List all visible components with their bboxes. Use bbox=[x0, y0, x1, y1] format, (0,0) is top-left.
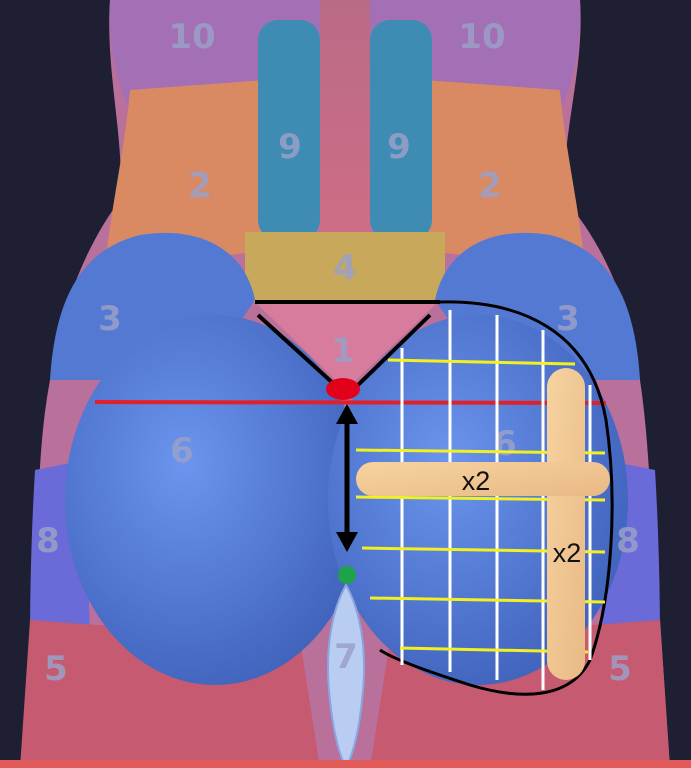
zone-label-5-left: 5 bbox=[44, 649, 68, 689]
zone-label-8-right: 8 bbox=[616, 521, 640, 561]
zone-label-4: 4 bbox=[333, 248, 357, 288]
horizontal-tape-strip bbox=[356, 462, 610, 496]
red-reference-line bbox=[94, 400, 607, 405]
zone-label-1: 1 bbox=[331, 331, 355, 371]
measurement-arrow-top-head bbox=[336, 404, 358, 424]
red-landmark-marker bbox=[326, 378, 360, 400]
zone-9-right bbox=[370, 20, 432, 240]
treatment-area-outline bbox=[379, 300, 614, 696]
measurement-arrow-bottom-head bbox=[336, 532, 358, 552]
zone-label-2-right: 2 bbox=[478, 166, 502, 206]
vertical-tape-strip bbox=[547, 368, 585, 680]
zone-9-left bbox=[258, 20, 320, 240]
zone-label-10-right: 10 bbox=[458, 17, 505, 57]
zone-4 bbox=[245, 232, 445, 302]
bottom-frame bbox=[0, 760, 691, 768]
zone-label-2-left: 2 bbox=[188, 166, 212, 206]
grid-yellow-line bbox=[387, 358, 576, 366]
zone-label-3-left: 3 bbox=[98, 299, 122, 339]
zone-label-9-right: 9 bbox=[387, 127, 411, 167]
sacral-v-left-line bbox=[256, 313, 337, 387]
green-landmark-marker bbox=[338, 566, 356, 584]
zone-label-6-left: 6 bbox=[170, 431, 194, 471]
vertical-tape-label: x2 bbox=[553, 538, 582, 568]
spine-groove bbox=[320, 0, 370, 240]
zone-label-6-right: 6 bbox=[493, 424, 517, 464]
zone-label-9-left: 9 bbox=[278, 127, 302, 167]
horizontal-tape-label: x2 bbox=[462, 466, 491, 496]
zone-6-left bbox=[65, 315, 365, 685]
zone-1 bbox=[255, 302, 438, 390]
zone-2-right bbox=[420, 80, 585, 270]
zone-2-left bbox=[105, 80, 270, 270]
zone-label-8-left: 8 bbox=[36, 521, 60, 561]
zone-label-7: 7 bbox=[334, 637, 358, 677]
zone-label-5-right: 5 bbox=[608, 649, 632, 689]
zone-7 bbox=[327, 582, 365, 768]
zone-label-3-right: 3 bbox=[556, 299, 580, 339]
sacral-v-right-line bbox=[356, 313, 432, 387]
zone-label-10-left: 10 bbox=[168, 17, 215, 57]
